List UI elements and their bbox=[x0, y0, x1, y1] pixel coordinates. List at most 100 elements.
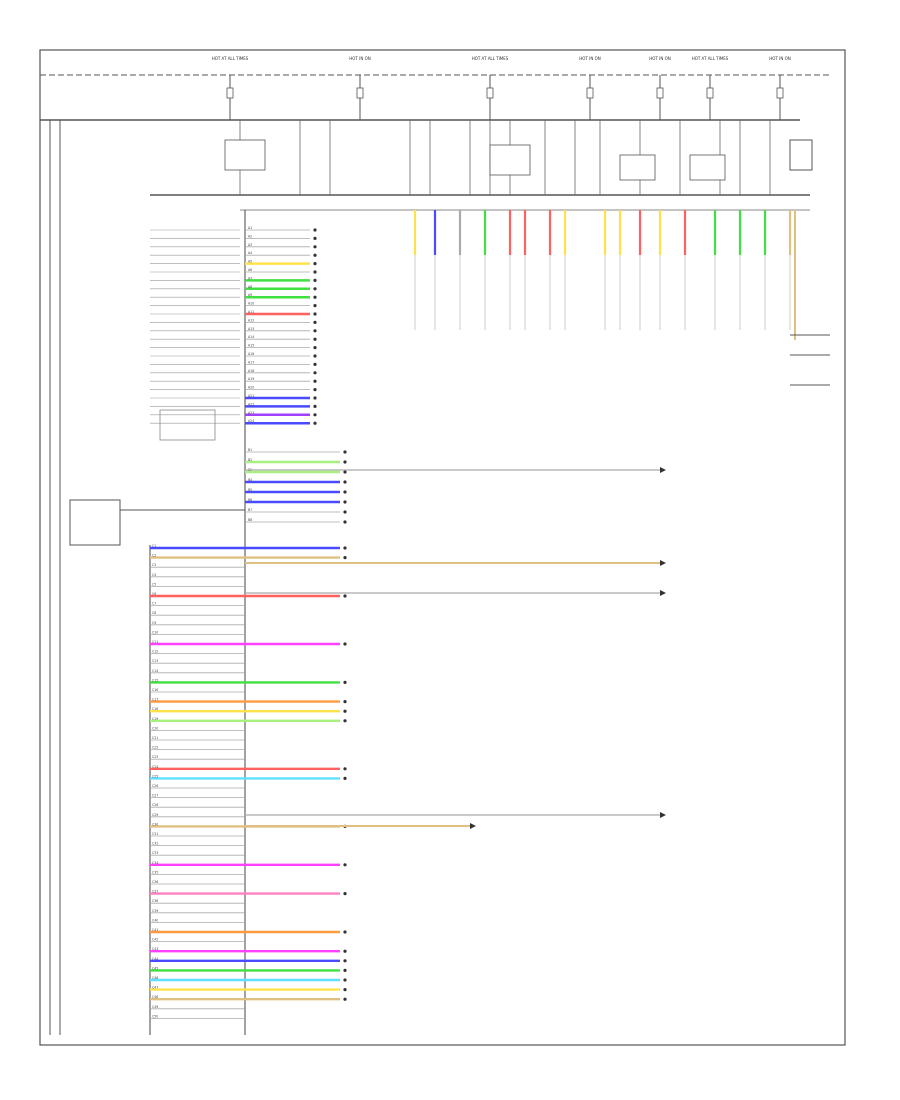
fuse-label: HOT AT ALL TIMES bbox=[212, 56, 249, 61]
wire-terminal bbox=[343, 500, 347, 504]
wire-terminal bbox=[343, 776, 347, 781]
wire-terminal bbox=[313, 320, 317, 324]
connector-pin-label: C23 bbox=[152, 755, 158, 759]
connector-pin-label: A18 bbox=[248, 369, 254, 373]
wire-terminal bbox=[313, 388, 317, 392]
connector-pin-label: C42 bbox=[152, 938, 158, 942]
connector-pin-label: B6 bbox=[248, 498, 252, 502]
connector-pin-label: C28 bbox=[152, 803, 158, 807]
wire-terminal bbox=[313, 228, 317, 232]
wire-terminal bbox=[313, 404, 317, 408]
connector-pin-label: C27 bbox=[152, 794, 158, 798]
connector-pin-label: A21 bbox=[248, 394, 254, 398]
connector-pin-label: B4 bbox=[248, 478, 252, 482]
arrow-head bbox=[660, 467, 666, 473]
connector-pin-label: A4 bbox=[248, 251, 252, 255]
wire-terminal bbox=[343, 892, 347, 896]
wire-terminal bbox=[343, 450, 347, 454]
wire-terminal bbox=[343, 490, 347, 494]
connector-pin-label: C41 bbox=[152, 928, 158, 932]
connector-pin-label: C34 bbox=[152, 861, 158, 865]
connector-pin-label: A15 bbox=[248, 344, 254, 348]
fuse-symbol bbox=[776, 87, 784, 99]
fuse-symbol bbox=[486, 87, 494, 99]
fuse-label: HOT IN ON bbox=[769, 56, 790, 61]
connector-pin-label: C38 bbox=[152, 899, 158, 903]
wire-terminal bbox=[313, 278, 317, 282]
wire-terminal bbox=[343, 520, 347, 524]
wire-terminal bbox=[313, 329, 317, 333]
connector-pin-label: A8 bbox=[248, 285, 252, 289]
connector-pin-label: C44 bbox=[152, 957, 158, 961]
module-box-left bbox=[69, 499, 121, 546]
wire-terminal bbox=[343, 719, 347, 723]
connector-pin-label: C40 bbox=[152, 918, 158, 922]
fuse-symbol bbox=[586, 87, 594, 99]
connector-pin-label: C18 bbox=[152, 707, 158, 711]
relay-box bbox=[489, 144, 531, 176]
wire-terminal bbox=[343, 767, 347, 771]
connector-pin-label: B7 bbox=[248, 508, 252, 512]
module-box-mid bbox=[159, 409, 216, 441]
wire-terminal bbox=[343, 930, 347, 934]
wire-terminal bbox=[343, 480, 347, 484]
wire-terminal bbox=[313, 270, 317, 274]
connector-pin-label: A17 bbox=[248, 360, 254, 364]
wire-terminal bbox=[343, 510, 347, 514]
wire-terminal bbox=[313, 371, 317, 375]
connector-pin-label: C4 bbox=[152, 573, 156, 577]
connector-pin-label: C31 bbox=[152, 832, 158, 836]
connector-pin-label: A3 bbox=[248, 243, 252, 247]
wire-terminal bbox=[343, 709, 347, 713]
wire-terminal bbox=[313, 287, 317, 291]
connector-pin-label: C24 bbox=[152, 765, 158, 769]
fuse-symbol bbox=[356, 87, 364, 99]
connector-pin-label: C17 bbox=[152, 698, 158, 702]
wire-terminal bbox=[313, 337, 317, 341]
connector-pin-label: A16 bbox=[248, 352, 254, 356]
connector-pin-label: A1 bbox=[248, 226, 252, 230]
connector-pin-label: C35 bbox=[152, 870, 158, 874]
fuse-label: HOT AT ALL TIMES bbox=[472, 56, 509, 61]
connector-pin-label: A7 bbox=[248, 276, 252, 280]
connector-pin-label: C16 bbox=[152, 688, 158, 692]
relay-box bbox=[224, 139, 266, 171]
wire-terminal bbox=[343, 546, 347, 550]
connector-pin-label: A19 bbox=[248, 377, 254, 381]
fuse-label: HOT IN ON bbox=[649, 56, 670, 61]
connector-pin-label: C5 bbox=[152, 582, 156, 586]
connector-pin-label: C47 bbox=[152, 986, 158, 990]
connector-pin-label: A20 bbox=[248, 386, 254, 390]
connector-pin-label: C12 bbox=[152, 650, 158, 654]
connector-pin-label: C26 bbox=[152, 784, 158, 788]
connector-pin-label: A24 bbox=[248, 419, 254, 423]
connector-pin-label: A6 bbox=[248, 268, 252, 272]
connector-pin-label: C33 bbox=[152, 851, 158, 855]
connector-pin-label: A23 bbox=[248, 411, 254, 415]
connector-pin-label: C13 bbox=[152, 659, 158, 663]
arrow-head bbox=[470, 823, 476, 829]
connector-pin-label: C19 bbox=[152, 717, 158, 721]
connector-pin-label: C20 bbox=[152, 726, 158, 730]
connector-pin-label: C37 bbox=[152, 890, 158, 894]
arrow-head bbox=[660, 590, 666, 596]
connector-pin-label: B2 bbox=[248, 458, 252, 462]
wire-terminal bbox=[343, 680, 347, 685]
fuse-symbol bbox=[656, 87, 664, 99]
wire-terminal bbox=[343, 700, 347, 704]
wire-terminal bbox=[343, 997, 347, 1001]
connector-pin-label: C36 bbox=[152, 880, 158, 884]
connector-pin-label: C29 bbox=[152, 813, 158, 817]
wire-terminal bbox=[343, 642, 347, 646]
connector-pin-label: B5 bbox=[248, 488, 252, 492]
connector-pin-label: A5 bbox=[248, 260, 252, 264]
fuse-label: HOT IN ON bbox=[349, 56, 370, 61]
wire-terminal bbox=[313, 354, 317, 358]
connector-pin-label: B1 bbox=[248, 448, 252, 452]
wire-terminal bbox=[313, 379, 317, 383]
right-component bbox=[789, 139, 813, 171]
wire-terminal bbox=[313, 253, 317, 257]
connector-pin-label: C43 bbox=[152, 947, 158, 951]
connector-pin-label: C10 bbox=[152, 630, 158, 634]
